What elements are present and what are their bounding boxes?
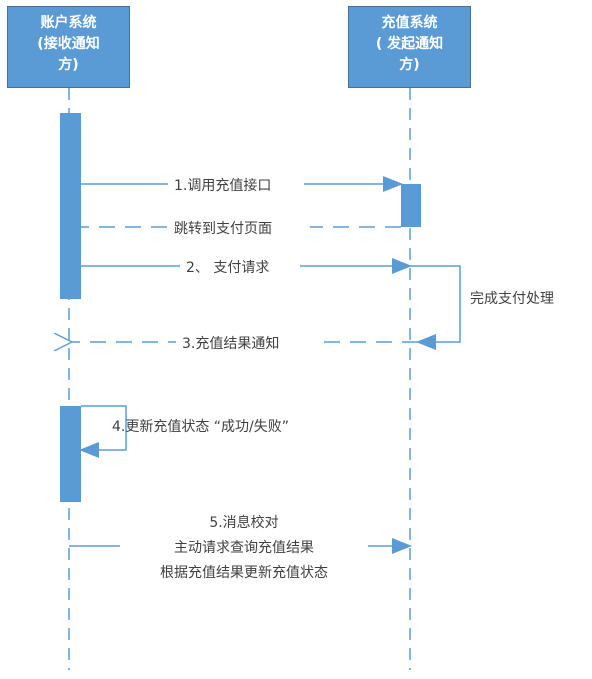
message-3-label: 3.充值结果通知 (182, 335, 279, 352)
activation-recharge-1 (401, 184, 421, 227)
actor-account-role-end: 方) (58, 57, 79, 73)
message-5-label-line2: 主动请求查询充值结果 (174, 540, 314, 556)
actor-recharge-role: ( 发起通知 (375, 36, 444, 52)
message-5-label-line3: 根据充值结果更新充值状态 (160, 565, 328, 581)
actor-recharge-role-end: 方) (399, 57, 420, 73)
actor-account-system: 账户系统 (接收通知 方) (7, 6, 130, 88)
actor-recharge-title: 充值系统 (381, 15, 438, 31)
message-1-label: 1.调用充值接口 (174, 177, 271, 194)
self-processing-loop (410, 265, 461, 350)
actor-account-role: (接收通知 (37, 36, 100, 52)
message-4-self-arrow (79, 405, 127, 458)
self-processing-label: 完成支付处理 (470, 291, 554, 307)
actor-account-title: 账户系统 (40, 15, 97, 31)
message-1-reply-label: 跳转到支付页面 (174, 221, 272, 237)
activation-account-2 (60, 406, 81, 502)
message-5-label-line1: 5.消息校对 (209, 514, 278, 531)
message-4-label: 4.更新充值状态 “成功/失败” (112, 419, 289, 435)
message-2-label: 2、 支付请求 (186, 260, 269, 276)
actor-recharge-system: 充值系统 ( 发起通知 方) (348, 6, 471, 88)
activation-account-1 (60, 113, 81, 299)
